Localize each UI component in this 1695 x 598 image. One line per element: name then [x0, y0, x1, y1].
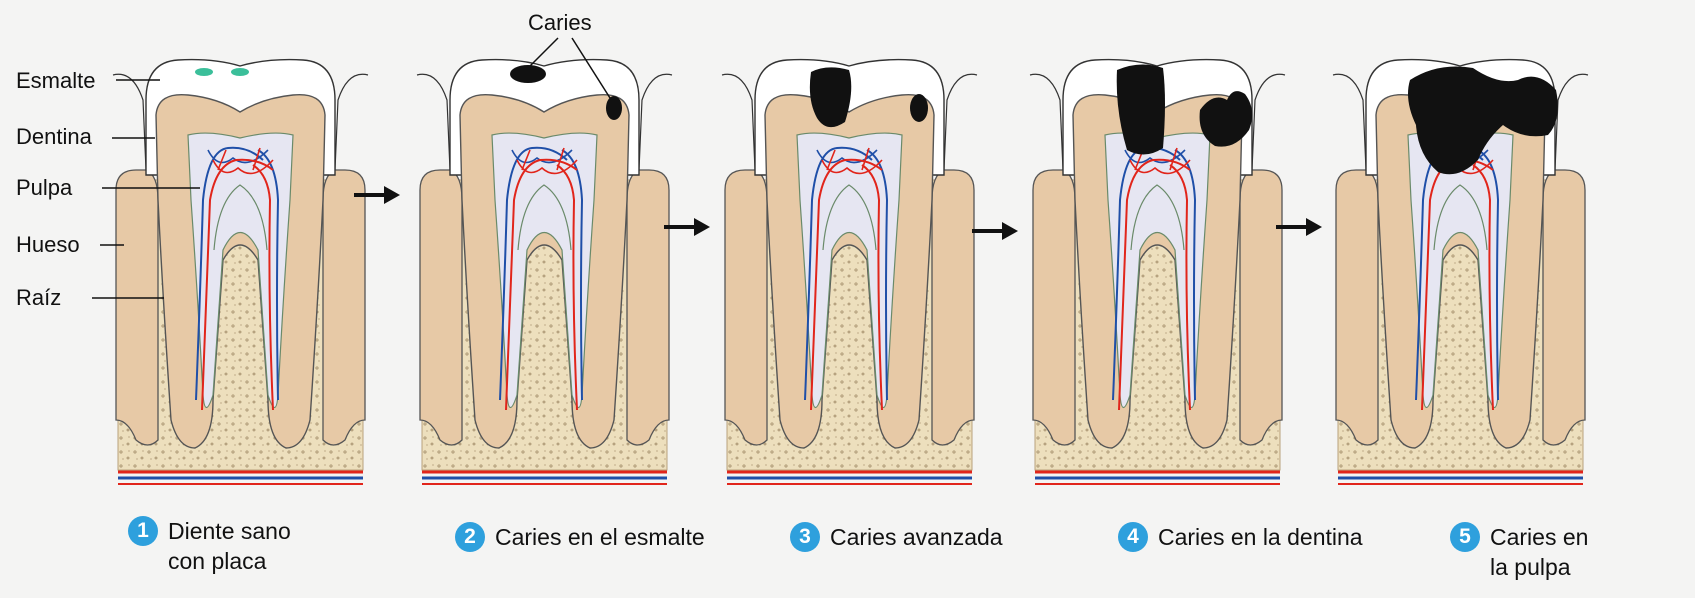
stage-caption-2: 2 Caries en el esmalte: [455, 522, 705, 552]
plaque-mark: [195, 68, 213, 76]
stage-caption-4: 4 Caries en la dentina: [1118, 522, 1363, 552]
label-raiz: Raíz: [16, 287, 61, 309]
caption-line: Caries en el esmalte: [495, 522, 705, 552]
caption-line: Caries avanzada: [830, 522, 1003, 552]
label-esmalte: Esmalte: [16, 70, 95, 92]
caption-line: la pulpa: [1490, 552, 1588, 582]
stage-number-badge: 4: [1118, 522, 1148, 552]
caries-spot: [510, 65, 546, 83]
tooth-stage-4: [1030, 60, 1285, 484]
label-caries: Caries: [528, 12, 592, 34]
label-hueso: Hueso: [16, 234, 80, 256]
tooth-stage-3: [722, 60, 977, 484]
label-dentina: Dentina: [16, 126, 92, 148]
caries-spot: [910, 94, 928, 122]
arrow-icon: [1276, 218, 1322, 236]
label-pulpa: Pulpa: [16, 177, 72, 199]
caption-line: Caries en la dentina: [1158, 522, 1363, 552]
caption-line: Caries en: [1490, 522, 1588, 552]
tooth-stage-5: [1333, 60, 1588, 484]
stage-caption-3: 3 Caries avanzada: [790, 522, 1003, 552]
stage-number-badge: 1: [128, 516, 158, 546]
plaque-mark: [231, 68, 249, 76]
tooth-stage-1: [113, 60, 368, 484]
stage-number-badge: 5: [1450, 522, 1480, 552]
caption-line: con placa: [168, 546, 291, 576]
caption-line: Diente sano: [168, 516, 291, 546]
stage-number-badge: 3: [790, 522, 820, 552]
arrow-icon: [664, 218, 710, 236]
caries-spot: [606, 96, 622, 120]
tooth-stage-2: [417, 60, 672, 484]
arrow-icon: [972, 222, 1018, 240]
stage-number-badge: 2: [455, 522, 485, 552]
